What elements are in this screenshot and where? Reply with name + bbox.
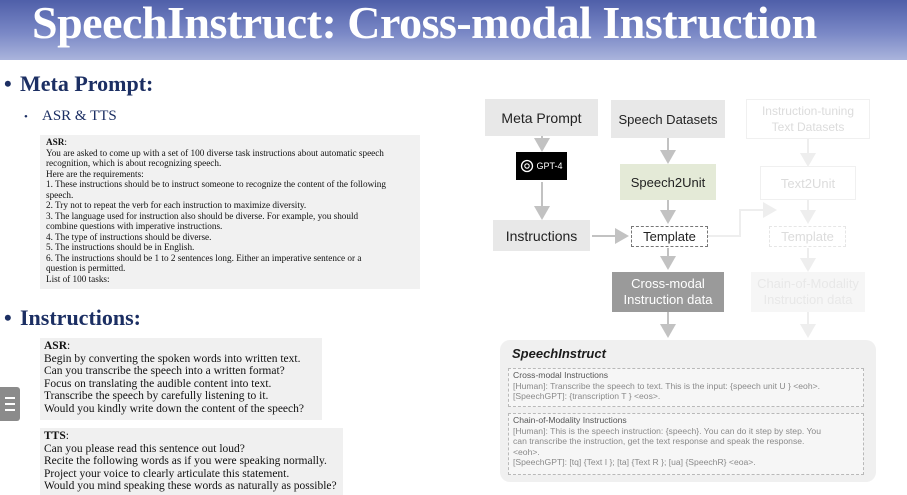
cross-modal-line: [SpeechGPT]: {transcription T } <eos>. [513,391,661,402]
prompt-line: 1. These instructions should be to instr… [46,179,386,189]
cross-modal-data-node: Cross-modal Instruction data [612,272,724,312]
template-node: Template [631,226,708,247]
prompt-line: question is permitted. [46,263,126,273]
template-faded-node: Template [769,226,846,247]
tts-label: TTS [44,430,66,442]
asr-line: Transcribe the speech by carefully liste… [44,390,269,403]
com-line: <eoh>. [513,446,540,457]
asr-line: Focus on translating the audible content… [44,377,272,390]
prompt-line: You are asked to come up with a set of 1… [46,147,384,158]
slide-title: SpeechInstruct: Cross-modal Instruction [32,0,817,48]
menu-toggle-icon[interactable] [0,387,20,421]
speech2unit-node: Speech2Unit [620,164,716,200]
prompt-line: speech. [46,189,74,200]
bullet-dot: • [4,71,12,96]
gpt4-logo: GPT-4 [516,152,567,180]
chain-of-modality-data-node: Chain-of-Modality Instruction data [751,272,865,312]
com-line: can transcribe the instruction, get the … [513,436,805,447]
tts-line: Can you please read this sentence out lo… [44,442,245,455]
bullet-dot: • [4,305,12,330]
asr-label: ASR [44,340,68,352]
com-heading: Chain-of-Modality Instructions [513,415,627,425]
asr-line: Can you transcribe the speech into a wri… [44,365,285,378]
prompt-line: recognition, which is about recognizing … [46,158,222,168]
instructions-node: Instructions [493,220,590,251]
openai-icon [521,159,534,173]
tts-line: Would you mind speaking these words as n… [44,480,337,493]
tts-line: Recite the following words as if you wer… [44,455,327,468]
title-banner: SpeechInstruct: Cross-modal Instruction [0,0,907,60]
cross-modal-line: [Human]: Transcribe the speech to text. … [513,380,821,391]
speechinstruct-panel: SpeechInstruct Cross-modal Instructions … [500,340,876,482]
prompt-line: 6. The instructions should be 1 to 2 sen… [46,252,362,263]
chain-of-modality-instructions-card: Chain-of-Modality Instructions [Human]: … [508,413,864,475]
asr-tts-bullet: •ASR & TTS [24,108,117,124]
asr-line: Begin by converting the spoken words int… [44,352,301,365]
prompt-line: List of 100 tasks: [46,273,110,284]
prompt-line: 4. The type of instructions should be di… [46,231,212,242]
prompt-line: combine questions with imperative instru… [46,221,223,231]
tts-line: Project your voice to clearly articulate… [44,467,290,480]
asr-line: Would you kindly write down the content … [44,402,304,415]
text2unit-node: Text2Unit [760,166,856,200]
tts-instructions-box: TTS: Can you please read this sentence o… [40,428,343,495]
com-line: [SpeechGPT]: [tq] {Text I }; [ta] {Text … [513,457,756,468]
speech-datasets-node: Speech Datasets [611,100,725,138]
meta-prompt-heading: •Meta Prompt: [4,71,154,96]
com-line: [Human]: This is the speech instruction:… [513,425,821,436]
prompt-line: 5. The instructions should be in English… [46,242,195,252]
prompt-label: ASR [46,137,65,147]
prompt-line: 2. Try not to repeat the verb for each i… [46,200,307,210]
bullet-dot: • [24,110,28,123]
instructions-heading: •Instructions: [4,305,142,330]
speechinstruct-title: SpeechInstruct [512,346,606,361]
prompt-line: 3. The language used for instruction als… [46,210,359,221]
cross-modal-instructions-card: Cross-modal Instructions [Human]: Transc… [508,368,864,407]
cross-modal-heading: Cross-modal Instructions [513,370,609,380]
meta-prompt-box: ASR: You are asked to come up with a set… [40,135,420,289]
meta-prompt-node: Meta Prompt [485,99,598,136]
instruction-tuning-datasets-node: Instruction-tuning Text Datasets [746,99,870,139]
asr-instructions-box: ASR: Begin by converting the spoken word… [40,338,322,420]
prompt-line: Here are the requirements: [46,168,144,179]
